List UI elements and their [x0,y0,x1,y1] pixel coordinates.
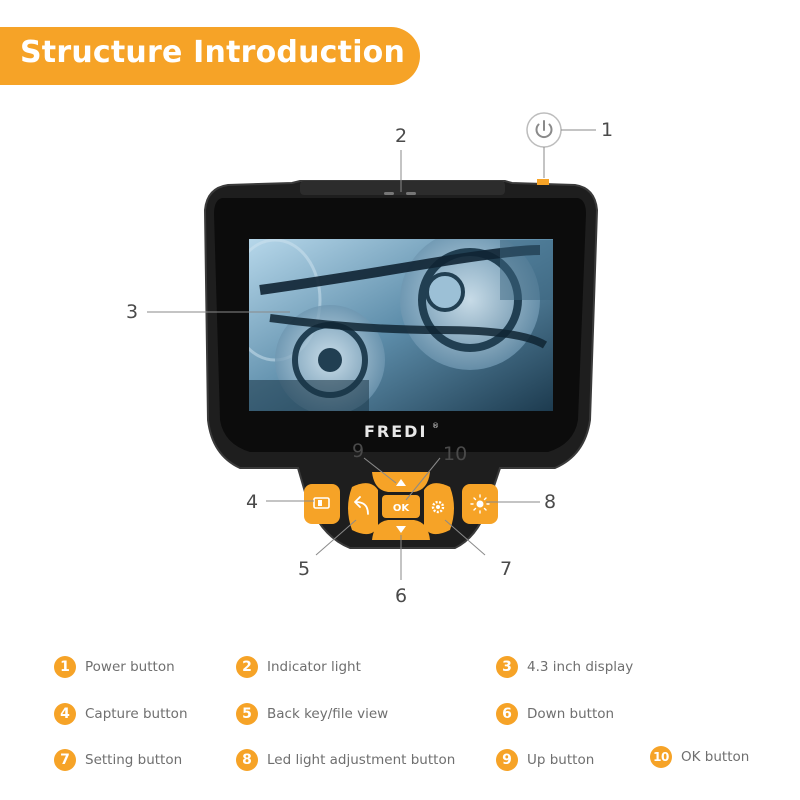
legend-item-display: 3 4.3 inch display [496,655,633,679]
legend-item-indicator: 2 Indicator light [236,655,361,679]
callout-2: 2 [395,125,407,147]
legend-label: Down button [527,706,615,722]
legend-label: Indicator light [267,659,361,675]
ok-button[interactable]: OK [382,495,420,518]
callout-3: 3 [126,301,138,323]
legend-item-power: 1 Power button [54,655,175,679]
legend-badge: 1 [54,656,76,678]
legend-badge: 5 [236,703,258,725]
settings-button[interactable] [424,483,454,535]
page-title: Structure Introduction [20,35,406,70]
legend-badge: 9 [496,749,518,771]
legend-label: Led light adjustment button [267,752,456,768]
legend-label: Back key/file view [267,706,389,722]
legend-label: Up button [527,752,595,768]
indicator-light [384,192,416,195]
callout-8: 8 [544,491,556,513]
capture-button[interactable] [304,484,340,524]
legend-badge: 2 [236,656,258,678]
callout-10: 10 [443,443,467,465]
display-screen [249,239,553,411]
legend-badge: 8 [236,749,258,771]
callout-9: 9 [352,440,364,462]
legend-item-capture: 4 Capture button [54,702,188,726]
light-icon [470,494,490,514]
power-icon [535,120,553,139]
legend-badge: 7 [54,749,76,771]
legend-item-setting: 7 Setting button [54,748,182,772]
legend-item-up: 9 Up button [496,748,594,772]
title-banner: Structure Introduction [0,27,420,85]
up-arrow-icon [396,479,406,486]
up-button[interactable] [372,472,430,492]
legend-item-led: 8 Led light adjustment button [236,748,455,772]
legend-badge: 3 [496,656,518,678]
legend-label: 4.3 inch display [527,659,634,675]
brand-logo: FREDI [364,422,427,441]
legend-label: Power button [85,659,175,675]
power-button[interactable] [526,112,562,148]
legend-badge: 10 [650,746,672,768]
back-arrow-icon [354,496,369,515]
down-arrow-icon [396,526,406,533]
legend-item-ok: 10 OK button [650,745,749,769]
registered-mark: ® [432,422,439,430]
led-button[interactable] [462,484,498,524]
callout-7: 7 [500,558,512,580]
down-button[interactable] [372,520,430,540]
camera-icon [313,497,330,509]
legend-label: OK button [681,749,750,765]
callout-1: 1 [601,119,613,141]
callout-6: 6 [395,585,407,607]
callout-5: 5 [298,558,310,580]
legend-label: Setting button [85,752,183,768]
legend-item-down: 6 Down button [496,702,614,726]
callout-4: 4 [246,491,258,513]
back-button[interactable] [348,483,378,535]
legend-item-back: 5 Back key/file view [236,702,388,726]
leader-lines [147,129,596,580]
legend-label: Capture button [85,706,188,722]
ok-label: OK [393,503,411,514]
legend-badge: 4 [54,703,76,725]
gear-icon [431,500,445,514]
legend-badge: 6 [496,703,518,725]
